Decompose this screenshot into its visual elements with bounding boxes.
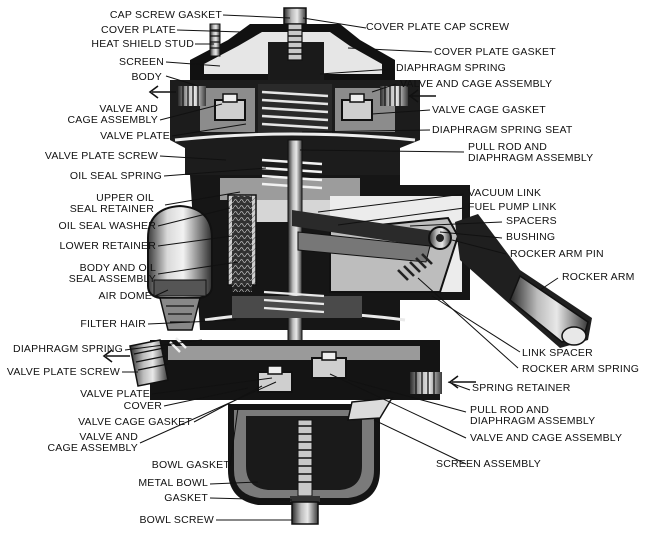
heat-shield-stud bbox=[209, 23, 221, 57]
label-filter-hair: FILTER HAIR bbox=[80, 318, 146, 330]
label-valve-and-cage-assembly-top-left: VALVE AND CAGE ASSEMBLY bbox=[67, 103, 158, 126]
label-metal-bowl: METAL BOWL bbox=[138, 477, 208, 489]
rocker-arm bbox=[455, 214, 592, 348]
label-gasket: GASKET bbox=[164, 492, 208, 504]
label-screen-top: SCREEN bbox=[119, 56, 164, 68]
label-spring-retainer: SPRING RETAINER bbox=[472, 382, 571, 394]
label-pull-rod-bottom: PULL ROD AND DIAPHRAGM ASSEMBLY bbox=[470, 404, 596, 427]
label-link-spacer: LINK SPACER bbox=[522, 347, 593, 359]
upper-housing bbox=[170, 24, 420, 175]
middle-section bbox=[190, 139, 470, 371]
label-valve-cage-gasket-top: VALVE CAGE GASKET bbox=[432, 104, 546, 116]
label-diaphragm-spring-left: DIAPHRAGM SPRING bbox=[13, 343, 123, 355]
label-valve-plate-screw-bottom: VALVE PLATE SCREW bbox=[6, 366, 120, 378]
label-cover: COVER bbox=[123, 400, 162, 412]
metal-bowl bbox=[228, 397, 394, 525]
filter-hair bbox=[232, 196, 252, 292]
label-air-dome: AIR DOME bbox=[98, 290, 152, 302]
label-valve-plate-screw-top: VALVE PLATE SCREW bbox=[44, 150, 158, 162]
label-cover-plate: COVER PLATE bbox=[101, 24, 176, 36]
label-cover-plate-gasket: COVER PLATE GASKET bbox=[434, 46, 556, 58]
label-upper-oil-seal-retainer: UPPER OIL SEAL RETAINER bbox=[69, 192, 154, 215]
label-valve-and-cage-assembly-bottom-right: VALVE AND CAGE ASSEMBLY bbox=[470, 432, 623, 444]
label-oil-seal-washer: OIL SEAL WASHER bbox=[58, 220, 156, 232]
leader-lines bbox=[122, 14, 559, 521]
label-valve-plate-bottom: VALVE PLATE bbox=[80, 388, 150, 400]
label-cap-screw-gasket: CAP SCREW GASKET bbox=[109, 9, 222, 21]
label-oil-seal-spring: OIL SEAL SPRING bbox=[69, 170, 162, 182]
label-valve-and-cage-assembly-bottom-left: VALVE AND CAGE ASSEMBLY bbox=[47, 431, 138, 454]
label-bowl-gasket: BOWL GASKET bbox=[151, 459, 230, 471]
label-screen-assembly: SCREEN ASSEMBLY bbox=[436, 458, 541, 470]
label-pull-rod-top: PULL ROD AND DIAPHRAGM ASSEMBLY bbox=[468, 141, 594, 164]
label-diaphragm-spring-top: DIAPHRAGM SPRING bbox=[396, 62, 506, 74]
label-body: BODY bbox=[131, 71, 162, 83]
label-valve-plate-top: VALVE PLATE bbox=[100, 130, 170, 142]
label-bowl-screw: BOWL SCREW bbox=[139, 514, 214, 526]
label-bushing: BUSHING bbox=[506, 231, 556, 243]
label-rocker-arm-pin: ROCKER ARM PIN bbox=[510, 248, 604, 260]
label-valve-and-cage-assembly-top-right: VALVE AND CAGE ASSEMBLY bbox=[400, 78, 553, 90]
label-vacuum-link: VACUUM LINK bbox=[468, 187, 542, 199]
label-cover-plate-cap-screw: COVER PLATE CAP SCREW bbox=[366, 21, 510, 33]
label-rocker-arm-spring: ROCKER ARM SPRING bbox=[522, 363, 640, 375]
label-spacers: SPACERS bbox=[506, 215, 557, 227]
flow-arrows bbox=[102, 85, 476, 389]
cover-plate-cap-screw bbox=[283, 7, 307, 61]
label-body-and-oil-seal: BODY AND OIL SEAL ASSEMBLY bbox=[68, 262, 156, 285]
label-valve-cage-gasket-bottom: VALVE CAGE GASKET bbox=[78, 416, 192, 428]
label-diaphragm-spring-seat: DIAPHRAGM SPRING SEAT bbox=[432, 124, 573, 136]
label-heat-shield-stud: HEAT SHIELD STUD bbox=[91, 38, 194, 50]
label-lower-retainer: LOWER RETAINER bbox=[59, 240, 156, 252]
label-rocker-arm: ROCKER ARM bbox=[562, 271, 635, 283]
label-fuel-pump-link: FUEL PUMP LINK bbox=[468, 201, 557, 213]
